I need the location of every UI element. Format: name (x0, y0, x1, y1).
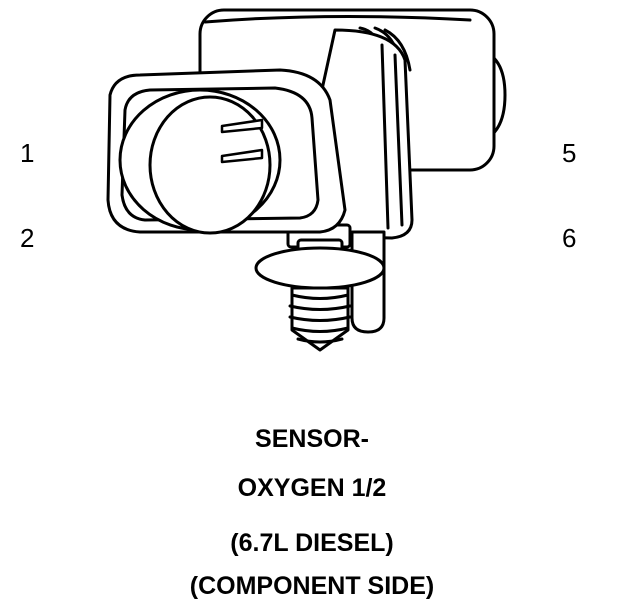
caption-line-4: (COMPONENT SIDE) (189, 572, 435, 600)
shroud-inner-lip (120, 86, 320, 222)
mount-washer (254, 246, 386, 290)
threaded-stud (288, 286, 352, 352)
flange-edge-1 (393, 53, 404, 227)
pin-label-2: 2 (20, 223, 35, 253)
pin-label-5: 5 (562, 138, 577, 168)
caption-line-2: OXYGEN 1/2 (237, 474, 387, 502)
caption-line-1: SENSOR- (255, 425, 369, 453)
flange-edge-2 (380, 43, 390, 230)
caption-line-3: (6.7L DIESEL) (230, 529, 394, 557)
pin-label-6: 6 (562, 223, 577, 253)
connector-cavity (148, 95, 272, 235)
terminal-pins (220, 118, 264, 164)
pin-label-1: 1 (20, 138, 35, 168)
